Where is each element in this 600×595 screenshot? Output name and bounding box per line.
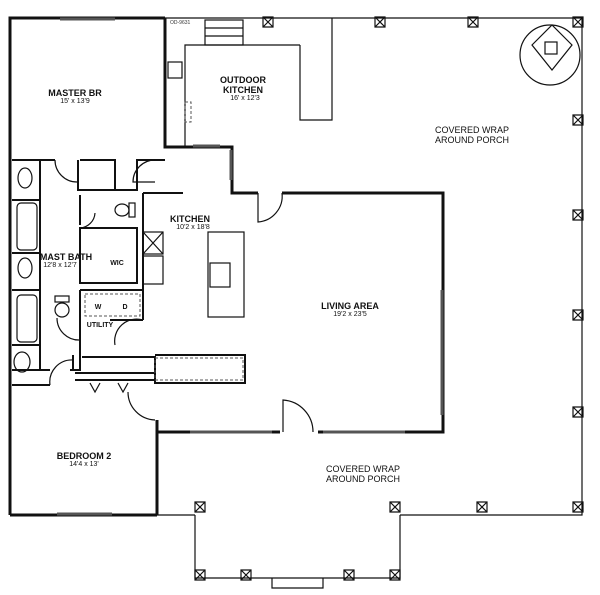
room-size-outdoor-kitchen: 16' x 12'3 (230, 95, 260, 102)
plan-code: OD-9631 (170, 20, 191, 26)
room-size-mast-bath: 12'8 x 12'7 (43, 262, 77, 269)
room-size-master-br: 15' x 13'9 (60, 98, 90, 105)
porch-label-1-line1: COVERED WRAP (434, 125, 510, 135)
room-label-mast-bath: MAST BATH (39, 252, 93, 262)
porch-post-icon (240, 569, 252, 581)
porch-post-icon (572, 114, 584, 126)
room-size-bedroom-2: 14'4 x 13' (69, 461, 99, 468)
room-label-master-br: MASTER BR (48, 88, 102, 98)
room-label-wic: WIC (110, 260, 124, 267)
porch-post-icon (343, 569, 355, 581)
washer-label: W (94, 304, 102, 311)
porch-post-icon (389, 501, 401, 513)
porch-post-icon (572, 16, 584, 28)
room-label-bedroom-2: BEDROOM 2 (56, 451, 112, 461)
room-size-living-area: 19'2 x 23'5 (333, 311, 367, 318)
room-label-utility: UTILITY (86, 322, 114, 329)
exterior-walls (8, 16, 583, 589)
porch-post-icon (389, 569, 401, 581)
porch-post-icon (572, 406, 584, 418)
room-label-outdoor-kitchen: OUTDOOR KITCHEN (220, 75, 266, 95)
porch-post-icon (374, 16, 386, 28)
porch-posts (194, 16, 584, 581)
porch-post-icon (262, 16, 274, 28)
dryer-label: D (122, 304, 128, 311)
room-size-kitchen: 10'2 x 18'8 (176, 224, 210, 231)
porch-post-icon (572, 209, 584, 221)
porch-post-icon (572, 309, 584, 321)
porch-label-1-line2: AROUND PORCH (434, 135, 510, 145)
porch-post-icon (467, 16, 479, 28)
fixtures (13, 18, 581, 381)
interior-walls (12, 159, 246, 386)
porch-post-icon (194, 501, 206, 513)
porch-post-icon (194, 569, 206, 581)
windows (57, 17, 444, 516)
door-swings (49, 159, 314, 433)
porch-label-2-line1: COVERED WRAP (325, 464, 401, 474)
room-label-living-area: LIVING AREA (321, 301, 379, 311)
room-label-kitchen: KITCHEN (170, 214, 210, 224)
porch-post-icon (476, 501, 488, 513)
porch-label-2-line2: AROUND PORCH (325, 474, 401, 484)
porch-post-icon (572, 501, 584, 513)
